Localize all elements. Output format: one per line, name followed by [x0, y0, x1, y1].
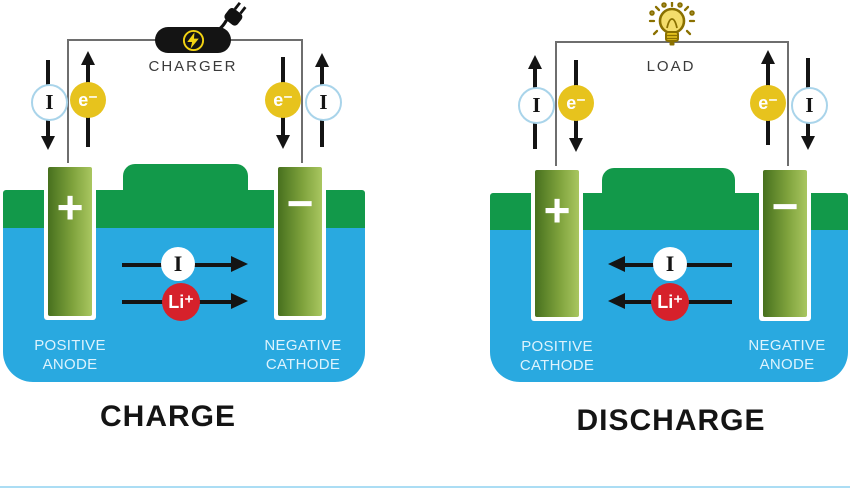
charger-label: CHARGER	[148, 58, 238, 75]
current-symbol: I	[653, 247, 687, 281]
positive-electrode	[44, 163, 96, 320]
positive-electrode	[531, 166, 583, 321]
bulb-icon	[648, 2, 696, 46]
plus-symbol: +	[56, 181, 84, 233]
charge-title: CHARGE	[99, 400, 236, 433]
electron-symbol: e⁻	[558, 85, 594, 121]
positive-electrode-label: POSITIVE ANODE	[5, 336, 135, 374]
arrow-left-icon	[608, 256, 625, 272]
circuit-wire-right	[787, 41, 789, 167]
charger-device	[155, 27, 231, 53]
label-line: POSITIVE	[34, 337, 106, 354]
label-line: POSITIVE	[521, 338, 593, 355]
arrow-up-icon	[527, 55, 542, 69]
label-line: CATHODE	[519, 357, 595, 374]
current-symbol: I	[791, 87, 828, 124]
current-symbol: I	[31, 84, 68, 121]
label-line: ANODE	[759, 356, 815, 373]
arrow-down-icon	[40, 136, 55, 150]
minus-symbol: −	[771, 180, 799, 232]
arrow-right-icon	[231, 256, 248, 272]
arrow-up-icon	[760, 50, 775, 64]
load-label: LOAD	[646, 58, 696, 75]
arrow-down-icon	[800, 136, 815, 150]
electron-symbol: e⁻	[70, 82, 106, 118]
current-symbol: I	[305, 84, 342, 121]
negative-electrode-label: NEGATIVE ANODE	[722, 336, 850, 374]
label-line: CATHODE	[265, 356, 341, 373]
label-line: ANODE	[42, 356, 98, 373]
label-line: NEGATIVE	[748, 337, 826, 354]
discharge-title: DISCHARGE	[576, 404, 766, 437]
electron-symbol: e⁻	[750, 85, 786, 121]
arrow-up-icon	[80, 51, 95, 65]
arrow-down-icon	[568, 138, 583, 152]
minus-symbol: −	[286, 177, 314, 229]
circuit-wire-right	[301, 39, 303, 165]
electron-symbol: e⁻	[265, 82, 301, 118]
circuit-wire-left	[67, 39, 69, 165]
positive-electrode-label: POSITIVE CATHODE	[492, 337, 622, 375]
arrow-left-icon	[608, 293, 625, 309]
lithium-ion-symbol: Li⁺	[651, 283, 689, 321]
negative-electrode	[274, 163, 326, 320]
current-symbol: I	[518, 87, 555, 124]
arrow-up-icon	[314, 53, 329, 67]
bottom-edge-line	[0, 486, 850, 488]
negative-electrode-label: NEGATIVE CATHODE	[238, 336, 368, 374]
arrow-down-icon	[275, 135, 290, 149]
circuit-wire-left	[555, 41, 557, 167]
lightning-bolt-icon	[182, 29, 204, 51]
current-symbol: I	[161, 247, 195, 281]
arrow-right-icon	[231, 293, 248, 309]
plus-symbol: +	[543, 184, 571, 236]
label-line: NEGATIVE	[264, 337, 342, 354]
lithium-ion-symbol: Li⁺	[162, 283, 200, 321]
negative-electrode	[759, 166, 811, 321]
